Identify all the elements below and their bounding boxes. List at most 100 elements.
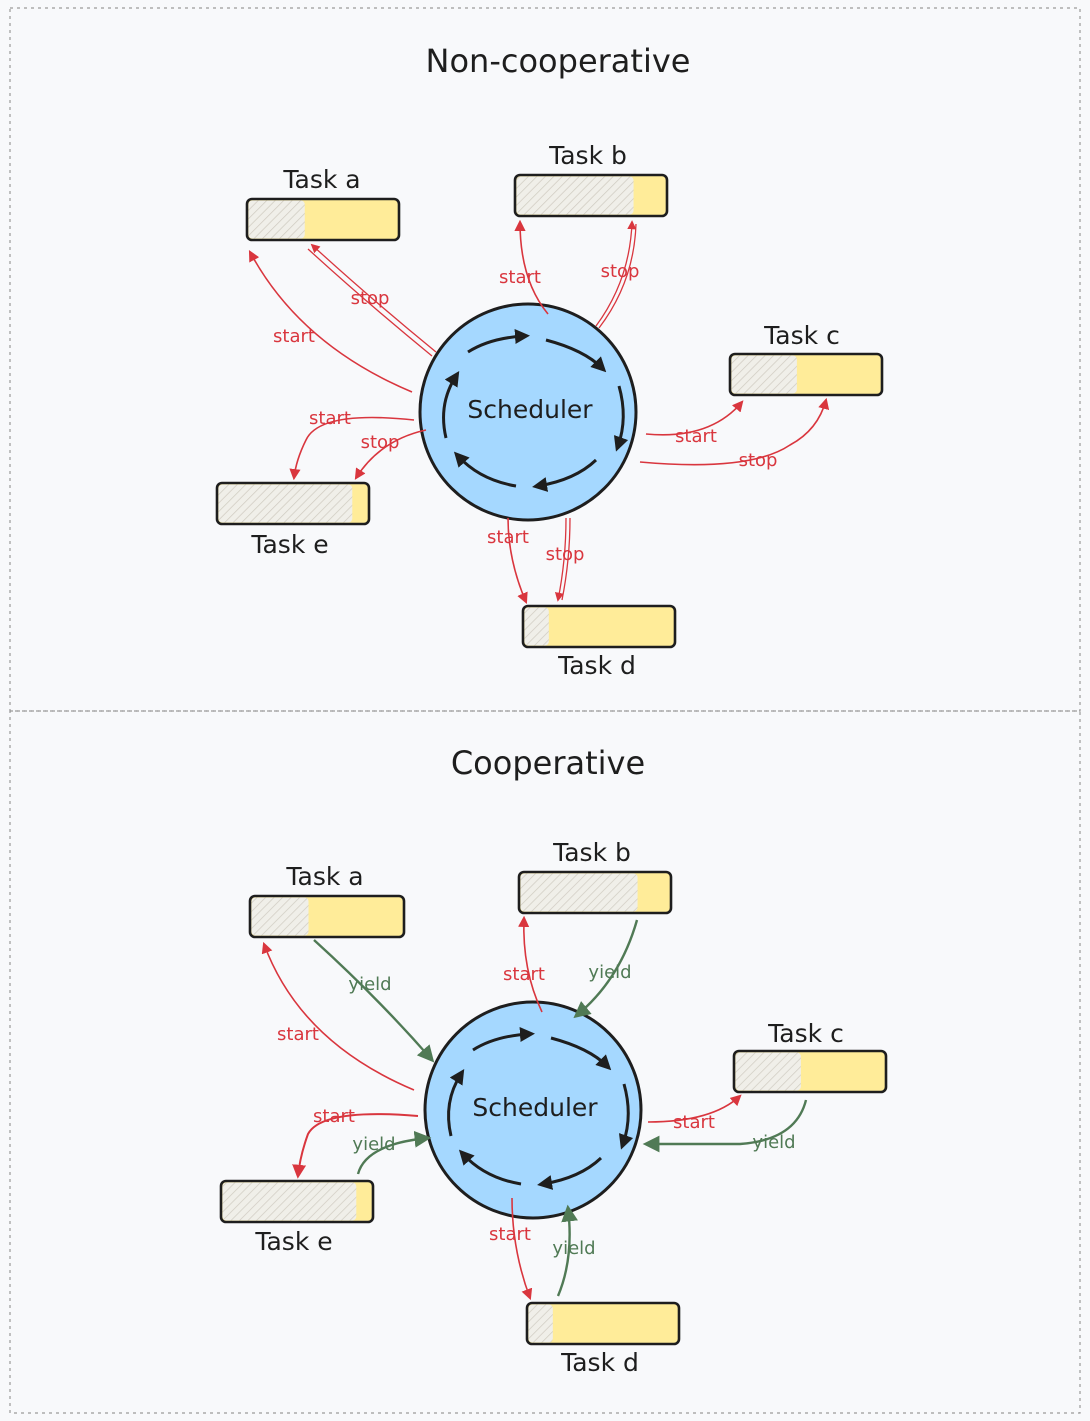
panel-title: Cooperative bbox=[451, 744, 645, 782]
edge-e-stop bbox=[354, 429, 427, 480]
task-progress-bar bbox=[728, 352, 884, 397]
edge-d-yield bbox=[556, 1204, 578, 1297]
task-progress-bar bbox=[248, 894, 406, 939]
task-bar-outline bbox=[728, 352, 884, 397]
edge-label: stop bbox=[739, 450, 778, 471]
edge-c-start bbox=[645, 400, 744, 436]
task-b: Task b bbox=[517, 838, 673, 915]
task-d: Task d bbox=[521, 604, 677, 680]
edge-a-start bbox=[248, 250, 413, 393]
task-label: Task d bbox=[560, 1348, 639, 1377]
task-progress-bar bbox=[732, 1049, 888, 1094]
task-bar-outline bbox=[248, 894, 406, 939]
task-bar-done bbox=[222, 1182, 357, 1221]
task-bar-done bbox=[528, 1304, 553, 1343]
edge-a-yield bbox=[313, 939, 435, 1063]
task-c: Task c bbox=[732, 1019, 888, 1094]
edge-label: start bbox=[499, 267, 541, 288]
task-bar-outline bbox=[245, 197, 401, 242]
edge-d-start bbox=[507, 517, 528, 605]
task-label: Task a bbox=[282, 165, 360, 194]
task-label: Task b bbox=[548, 141, 627, 170]
task-bar-done bbox=[735, 1052, 801, 1091]
panel-title: Non-cooperative bbox=[426, 42, 691, 80]
edge-label: start bbox=[313, 1106, 355, 1127]
task-progress-bar bbox=[513, 173, 669, 218]
edge-a-stop bbox=[310, 243, 437, 353]
edge-label: start bbox=[309, 408, 351, 429]
task-bar-done bbox=[516, 176, 634, 215]
task-e: Task e bbox=[215, 481, 371, 559]
task-bar-done bbox=[218, 484, 353, 523]
edge-label: yield bbox=[752, 1132, 795, 1153]
task-a: Task a bbox=[245, 165, 401, 242]
task-label: Task c bbox=[763, 321, 840, 350]
edge-label: yield bbox=[352, 1134, 395, 1155]
task-label: Task e bbox=[250, 530, 328, 559]
edge-e-start bbox=[289, 416, 415, 481]
panel-cooperative: Cooperative Scheduler Task a Task b Task… bbox=[219, 744, 888, 1377]
task-label: Task b bbox=[552, 838, 631, 867]
task-a: Task a bbox=[248, 862, 406, 939]
task-c: Task c bbox=[728, 321, 884, 397]
edge-d-stop bbox=[554, 517, 567, 602]
edge-b-start bbox=[514, 219, 549, 315]
task-b: Task b bbox=[513, 141, 669, 218]
edge-e-yield bbox=[356, 1130, 432, 1175]
panel-frame-cooperative bbox=[9, 710, 1081, 1414]
task-label: Task d bbox=[557, 651, 636, 680]
panel-non-cooperative: Non-cooperative Scheduler Task a Task b … bbox=[215, 42, 884, 680]
task-bar-outline bbox=[521, 604, 677, 649]
task-progress-bar bbox=[215, 481, 371, 526]
task-progress-bar bbox=[525, 1301, 681, 1346]
task-e: Task e bbox=[219, 1179, 375, 1256]
task-bar-outline bbox=[219, 1179, 375, 1224]
panel-frame-non-cooperative bbox=[9, 7, 1081, 712]
scheduler-node: Scheduler bbox=[423, 1000, 643, 1220]
task-label: Task e bbox=[254, 1227, 332, 1256]
edge-label: yield bbox=[588, 962, 631, 983]
edge-label: start bbox=[489, 1224, 531, 1245]
edge-label: yield bbox=[348, 974, 391, 995]
edge-label: stop bbox=[351, 288, 390, 309]
task-bar-outline bbox=[513, 173, 669, 218]
task-bar-remaining bbox=[527, 1303, 679, 1344]
edge-label: stop bbox=[601, 261, 640, 282]
task-bar-outline bbox=[517, 870, 673, 915]
scheduler-label: Scheduler bbox=[467, 395, 593, 424]
edge-b-stop bbox=[595, 220, 637, 327]
task-bar-outline bbox=[525, 1301, 681, 1346]
task-bar-outline bbox=[215, 481, 371, 526]
task-bar-done bbox=[520, 873, 638, 912]
task-bar-outline bbox=[732, 1049, 888, 1094]
edge-c-start bbox=[647, 1094, 742, 1123]
edge-e-start bbox=[292, 1113, 419, 1179]
edge-label: start bbox=[277, 1024, 319, 1045]
task-bar-done bbox=[524, 607, 549, 646]
edge-label: yield bbox=[552, 1238, 595, 1259]
edge-a-start bbox=[261, 941, 415, 1091]
edge-label: start bbox=[503, 964, 545, 985]
edge-b-yield bbox=[573, 919, 639, 1019]
task-progress-bar bbox=[219, 1179, 375, 1224]
task-bar-done bbox=[251, 897, 309, 936]
edge-label: start bbox=[673, 1112, 715, 1133]
edge-label: stop bbox=[546, 544, 585, 565]
task-bar-done bbox=[731, 355, 797, 394]
task-progress-bar bbox=[245, 197, 401, 242]
task-progress-bar bbox=[521, 604, 677, 649]
edge-label: start bbox=[675, 426, 717, 447]
edge-b-start bbox=[518, 915, 543, 1013]
task-label: Task c bbox=[767, 1019, 844, 1048]
edge-c-yield bbox=[642, 1099, 808, 1153]
scheduler-label: Scheduler bbox=[472, 1093, 598, 1122]
edge-label: start bbox=[273, 326, 315, 347]
task-d: Task d bbox=[525, 1301, 681, 1377]
task-bar-remaining bbox=[523, 606, 675, 647]
edge-label: stop bbox=[361, 432, 400, 453]
edge-d-start bbox=[511, 1197, 533, 1301]
edge-label: start bbox=[487, 527, 529, 548]
task-label: Task a bbox=[285, 862, 363, 891]
task-progress-bar bbox=[517, 870, 673, 915]
edge-c-stop bbox=[639, 397, 830, 466]
